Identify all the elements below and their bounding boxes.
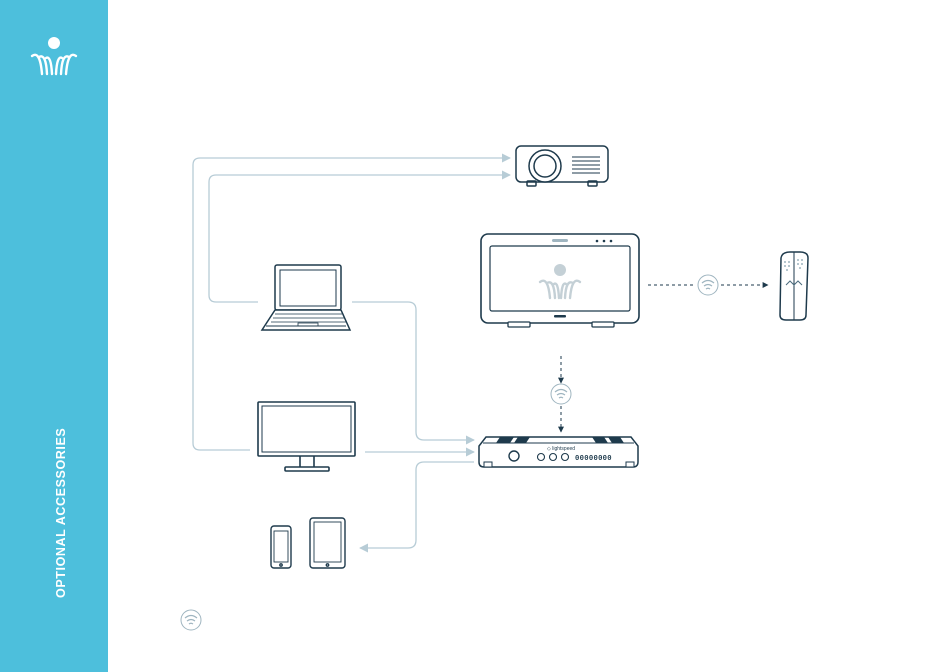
wireless-icon <box>181 610 201 630</box>
projector-icon <box>516 146 608 186</box>
connector-laptop-to-projector <box>209 175 510 302</box>
wireless-icon <box>698 275 718 295</box>
speaker-mic-icon <box>780 252 808 320</box>
connector-laptop-to-base <box>352 302 474 440</box>
base-unit-brand: ◇ lightspeed <box>547 446 575 452</box>
touch-display-icon <box>481 234 639 327</box>
laptop-icon <box>262 265 350 330</box>
monitor-icon <box>258 402 355 471</box>
tablet-icon <box>310 518 345 568</box>
base-unit-display: 00000000 <box>575 455 612 463</box>
phone-icon <box>271 526 291 568</box>
base-unit-icon: ◇ lightspeed 00000000 <box>479 437 638 467</box>
wireless-icon <box>551 384 571 404</box>
connector-base-to-mobile <box>360 462 474 548</box>
